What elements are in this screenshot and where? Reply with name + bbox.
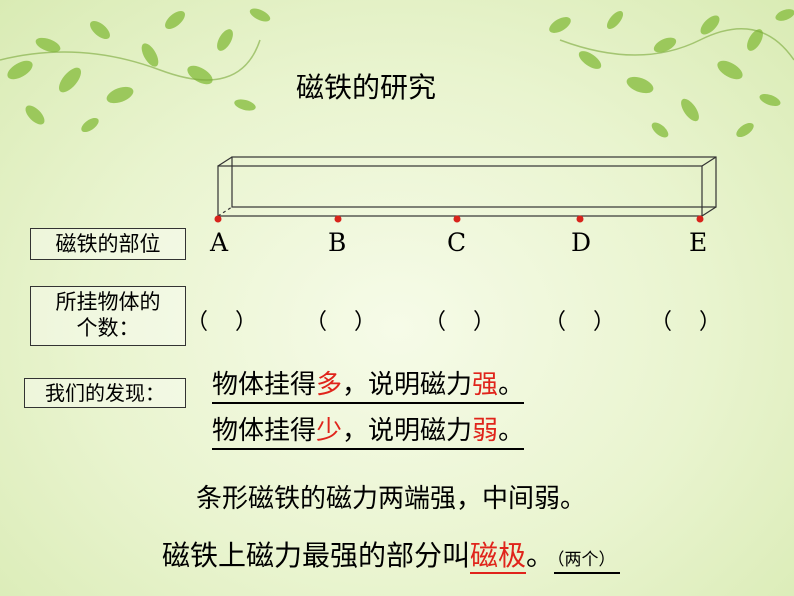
point-b-dot <box>334 215 342 223</box>
label-count-line2: 个数： <box>76 316 140 340</box>
conclusion-text: 磁铁上磁力最强的部分叫磁极。（两个） <box>162 534 620 574</box>
point-d-dot <box>576 215 584 223</box>
point-label-a: A <box>210 228 229 257</box>
pole-count-note: （两个） <box>554 550 620 574</box>
label-findings: 我们的发现： <box>24 378 186 408</box>
point-e-dot <box>696 215 704 223</box>
finding-less: 物体挂得少，说明磁力弱。 <box>212 410 525 450</box>
page-title: 磁铁的研究 <box>296 71 437 104</box>
label-count-line1: 所挂物体的 <box>55 290 161 314</box>
summary-text: 条形磁铁的磁力两端强，中间弱。 <box>196 484 587 514</box>
blank-d: （ ） <box>544 310 625 335</box>
blank-a: （ ） <box>186 310 267 335</box>
bar-magnet-diagram <box>214 156 717 223</box>
point-c-dot <box>453 215 461 223</box>
leaf-decoration <box>0 8 794 138</box>
blank-b: （ ） <box>305 310 386 335</box>
label-count: 所挂物体的 个数： <box>30 286 186 346</box>
finding-more: 物体挂得多，说明磁力强。 <box>212 364 525 404</box>
point-a-dot <box>214 215 222 223</box>
point-label-c: C <box>447 228 467 257</box>
blank-e: （ ） <box>650 310 731 335</box>
point-label-d: D <box>571 228 592 257</box>
label-position: 磁铁的部位 <box>30 228 186 260</box>
blank-c: （ ） <box>424 310 505 335</box>
point-label-e: E <box>689 228 708 257</box>
point-label-b: B <box>328 228 347 257</box>
answer-magnetic-pole: 磁极 <box>470 539 527 574</box>
